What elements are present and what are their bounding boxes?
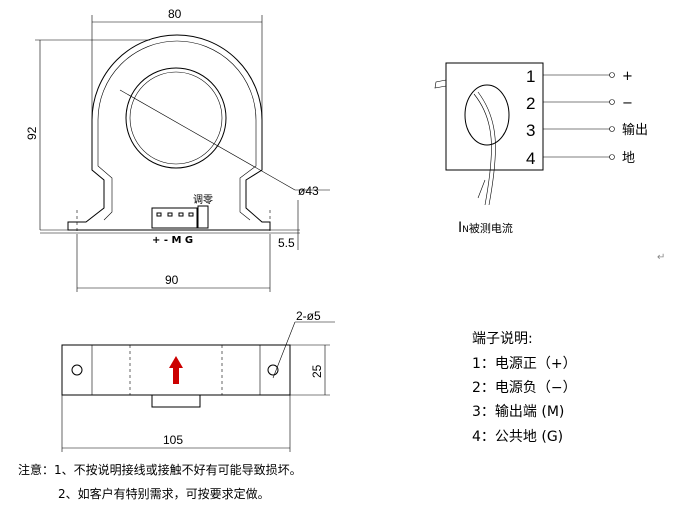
- terminal-icon: [609, 99, 615, 105]
- terminal-icon: [609, 72, 615, 78]
- length-dimension: 105: [163, 433, 183, 447]
- zero-adjust-label: 调零: [193, 194, 213, 206]
- note-1: 注意：1、不按说明接线或接触不好有可能导致损坏。: [18, 462, 302, 477]
- svg-text:↵: ↵: [657, 252, 665, 263]
- terminal-icon: [609, 154, 615, 160]
- wiring-diagram: 1 +2 − 3 输出 4 地 IN被测电流: [434, 62, 648, 236]
- bottom-view: 2-ø5 25 105: [61, 309, 335, 452]
- direction-arrow: [169, 356, 183, 384]
- pin-signal: +: [622, 69, 633, 84]
- hole-diameter: ø43: [298, 184, 319, 198]
- base-width-dimension: 90: [165, 273, 179, 287]
- terminal-description: 端子说明: 1：电源正（+） 2：电源负（−） 3：输出端 (M) 4：公共地 …: [472, 331, 577, 445]
- pin-signal: 地: [622, 151, 635, 166]
- current-label: IN被测电流: [458, 220, 513, 236]
- width-dimension: 80: [168, 7, 182, 21]
- terminals-title: 端子说明:: [472, 331, 533, 347]
- pin-number: 1: [526, 67, 535, 86]
- pin-number: 3: [526, 121, 535, 140]
- height-dimension: 92: [25, 126, 39, 140]
- front-view: ø43 调零 + - M G 80 92 90 5.5: [25, 7, 330, 292]
- base-height-dimension: 5.5: [278, 236, 295, 250]
- height-dimension-25: 25: [310, 364, 324, 378]
- terminal-item: 1：电源正（+）: [472, 356, 577, 372]
- terminal-item: 4：公共地 (G): [472, 429, 563, 445]
- pin-number: 4: [526, 149, 535, 168]
- holes-dimension: 2-ø5: [296, 309, 321, 323]
- pin-labels: + - M G: [152, 235, 193, 246]
- pin-signal: 输出: [622, 122, 648, 138]
- pin-number: 2: [526, 94, 535, 113]
- pin-signal: −: [622, 96, 633, 111]
- note-2: 2、如客户有特别需求，可按要求定做。: [58, 486, 270, 501]
- terminal-icon: [609, 126, 615, 132]
- terminal-item: 3：输出端 (M): [472, 404, 564, 420]
- terminal-item: 2：电源负（−）: [472, 380, 577, 396]
